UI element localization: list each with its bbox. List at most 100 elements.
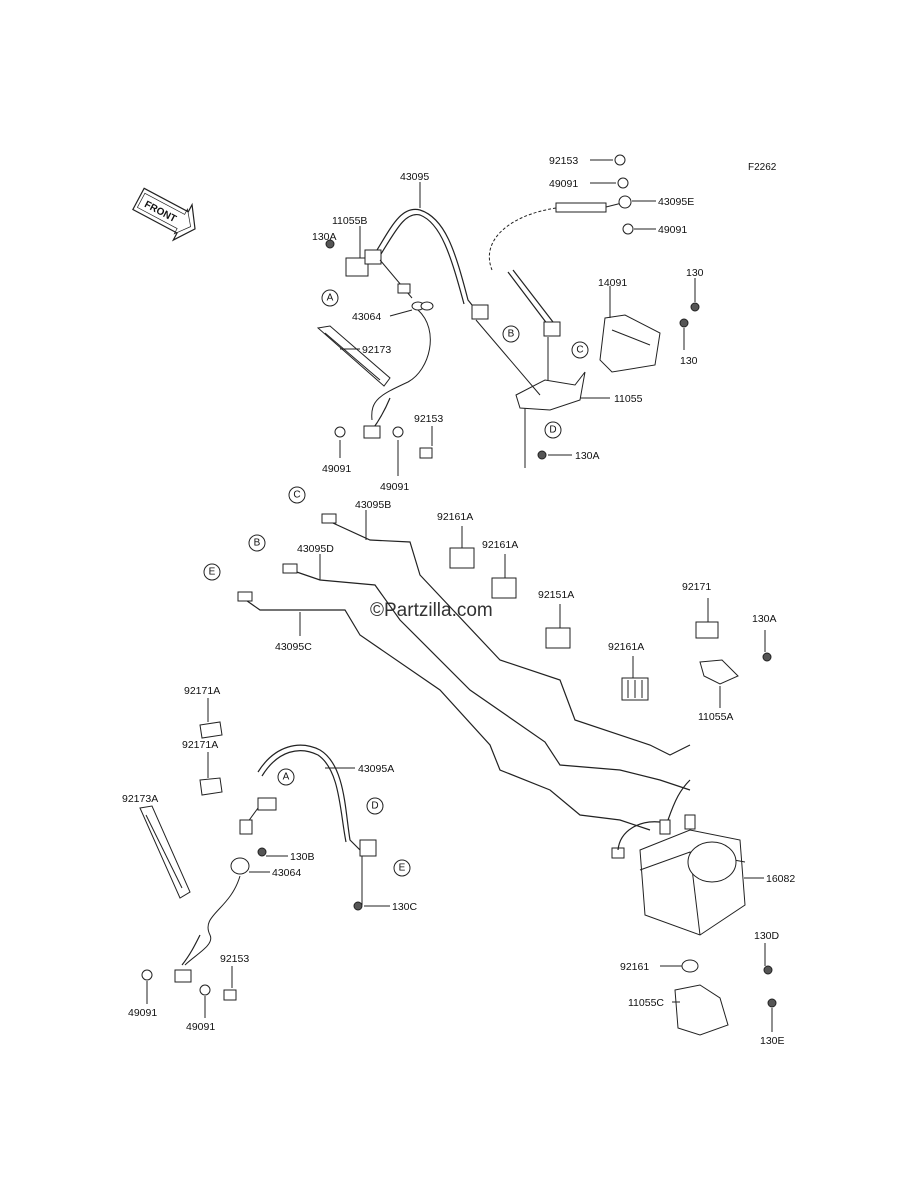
svg-text:E: E <box>399 863 406 874</box>
svg-text:B: B <box>508 329 515 340</box>
label-43064-bot: 43064 <box>272 867 301 879</box>
label-49091-top: 49091 <box>549 178 578 190</box>
callout-d-bot: D <box>366 797 384 815</box>
bolt-92153-mid <box>419 447 433 459</box>
label-130c: 130C <box>392 901 418 913</box>
bolt-92153-bot <box>223 989 237 1001</box>
callout-a-bot: A <box>277 768 295 786</box>
bolt-130a-right <box>762 652 772 662</box>
label-49091-left: 49091 <box>322 463 351 475</box>
callout-b-top: B <box>502 325 520 343</box>
clamp-b <box>471 304 489 320</box>
clip-92171 <box>695 621 719 639</box>
label-130-b: 130 <box>680 355 698 367</box>
label-43095: 43095 <box>400 171 429 183</box>
washer-49091-left <box>334 426 346 438</box>
clamp-d-e <box>359 839 377 857</box>
washer-49091-bm <box>199 984 211 996</box>
label-43095a: 43095A <box>358 763 394 775</box>
svg-text:D: D <box>371 801 378 812</box>
bracket-92173 <box>316 325 391 387</box>
label-92171: 92171 <box>682 581 711 593</box>
washer-49091-top <box>617 177 629 189</box>
abs-unit-16082 <box>639 829 746 936</box>
label-92173: 92173 <box>362 344 391 356</box>
label-92161a-3: 92161A <box>608 641 644 653</box>
hose-43095a <box>257 744 361 851</box>
washer-49091-mid <box>392 426 404 438</box>
label-130e: 130E <box>760 1035 785 1047</box>
label-130d: 130D <box>754 930 780 942</box>
svg-text:A: A <box>283 772 290 783</box>
damper-92161 <box>681 959 699 973</box>
label-92171a-1: 92171A <box>184 685 220 697</box>
front-arrow-icon: FRONT <box>132 187 196 242</box>
pipe-43095b <box>321 517 691 756</box>
label-11055c: 11055C <box>628 997 664 1009</box>
label-130-a: 130 <box>686 267 704 279</box>
callout-a-top: A <box>321 289 339 307</box>
bracket-11055a <box>699 659 739 685</box>
label-49091-bl: 49091 <box>128 1007 157 1019</box>
bracket-92173a <box>139 805 191 899</box>
hose-43095e <box>555 202 607 213</box>
callout-d-top: D <box>544 421 562 439</box>
svg-text:C: C <box>576 345 583 356</box>
label-92161a-2: 92161A <box>482 539 518 551</box>
callout-e-bot: E <box>393 859 411 877</box>
bolt-130-a <box>690 302 700 312</box>
label-130a-top: 130A <box>312 231 337 243</box>
banjo-top <box>363 425 381 439</box>
svg-text:C: C <box>293 490 300 501</box>
bracket-11055b <box>345 257 369 277</box>
svg-text:D: D <box>549 425 556 436</box>
clamp-92151a <box>545 627 571 649</box>
label-130a-mid: 130A <box>575 450 600 462</box>
label-92153-bot: 92153 <box>220 953 249 965</box>
figure-code: F2262 <box>748 162 777 173</box>
guard-14091 <box>599 314 661 373</box>
bolt-130d <box>763 965 773 975</box>
label-92153-top: 92153 <box>549 155 578 167</box>
label-130a-right: 130A <box>752 613 777 625</box>
pipe-43095c <box>239 595 651 831</box>
label-16082: 16082 <box>766 873 795 885</box>
svg-text:A: A <box>327 293 334 304</box>
clip-92171a-2 <box>199 777 223 796</box>
label-43095d: 43095D <box>297 543 334 555</box>
clamp-c <box>543 321 561 337</box>
banjo-43095e <box>618 195 632 209</box>
clip-92171a-1 <box>199 721 223 739</box>
grommet-43064-bot <box>230 857 250 875</box>
label-92161: 92161 <box>620 961 649 973</box>
callout-c-top: C <box>571 341 589 359</box>
holder-92161a-1 <box>449 547 475 569</box>
watermark: ©Partzilla.com <box>370 600 493 621</box>
label-49091-top2: 49091 <box>658 224 687 236</box>
label-11055: 11055 <box>614 393 643 405</box>
label-43095b: 43095B <box>355 499 391 511</box>
bolt-130-b <box>679 318 689 328</box>
pipe-43095d <box>284 567 691 791</box>
label-92161a-1: 92161A <box>437 511 473 523</box>
bolt-92153-top <box>614 154 626 166</box>
label-92173a: 92173A <box>122 793 158 805</box>
label-49091-bm: 49091 <box>186 1021 215 1033</box>
svg-text:B: B <box>254 538 261 549</box>
callout-b-mid: B <box>248 534 266 552</box>
label-43095c: 43095C <box>275 641 312 653</box>
washer-49091-bl <box>141 969 153 981</box>
hose-43095 <box>371 208 481 316</box>
label-43064-top: 43064 <box>352 311 381 323</box>
bolt-130a-mid <box>537 450 547 460</box>
callout-c-mid: C <box>288 486 306 504</box>
washer-49091-top2 <box>622 223 634 235</box>
bolt-130a-top <box>325 239 335 249</box>
label-11055b: 11055B <box>332 215 367 227</box>
label-92153-mid: 92153 <box>414 413 443 425</box>
label-92171a-2: 92171A <box>182 739 218 751</box>
bolt-130c <box>353 901 363 911</box>
svg-text:E: E <box>209 567 216 578</box>
callout-e-mid: E <box>203 563 221 581</box>
bracket-11055c <box>674 984 729 1036</box>
